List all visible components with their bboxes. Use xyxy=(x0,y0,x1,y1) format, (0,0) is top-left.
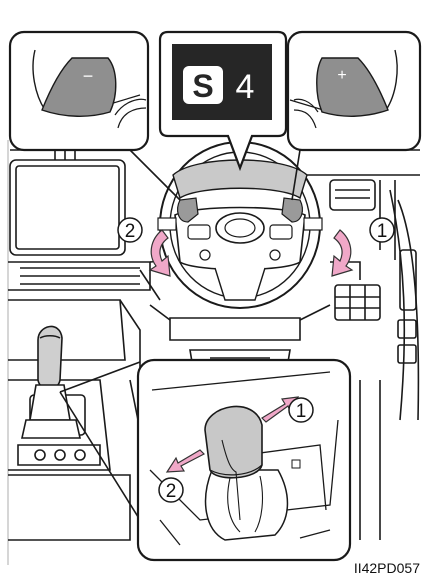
svg-text:2: 2 xyxy=(125,221,136,242)
inset-left-paddle: − xyxy=(10,32,148,150)
callout-wheel-left: 2 xyxy=(118,218,142,242)
figure-code: II42PD057 xyxy=(354,560,420,576)
gear-number: 4 xyxy=(236,68,255,106)
callout-wheel-right: 1 xyxy=(370,218,394,242)
shift-mode-letter: S xyxy=(192,68,213,104)
inset-shift-lever: 1 2 xyxy=(60,360,350,560)
inset-right-paddle: + xyxy=(288,32,420,150)
svg-text:1: 1 xyxy=(377,221,388,242)
svg-text:2: 2 xyxy=(166,481,177,502)
callout-lever-forward: 1 xyxy=(289,398,313,422)
svg-text:1: 1 xyxy=(296,401,307,422)
plus-symbol: + xyxy=(337,67,346,84)
right-paddle-pull-arrow xyxy=(332,230,352,276)
minus-symbol: − xyxy=(83,66,94,86)
shift-lever-scene xyxy=(22,326,80,438)
callout-lever-backward: 2 xyxy=(159,478,183,502)
